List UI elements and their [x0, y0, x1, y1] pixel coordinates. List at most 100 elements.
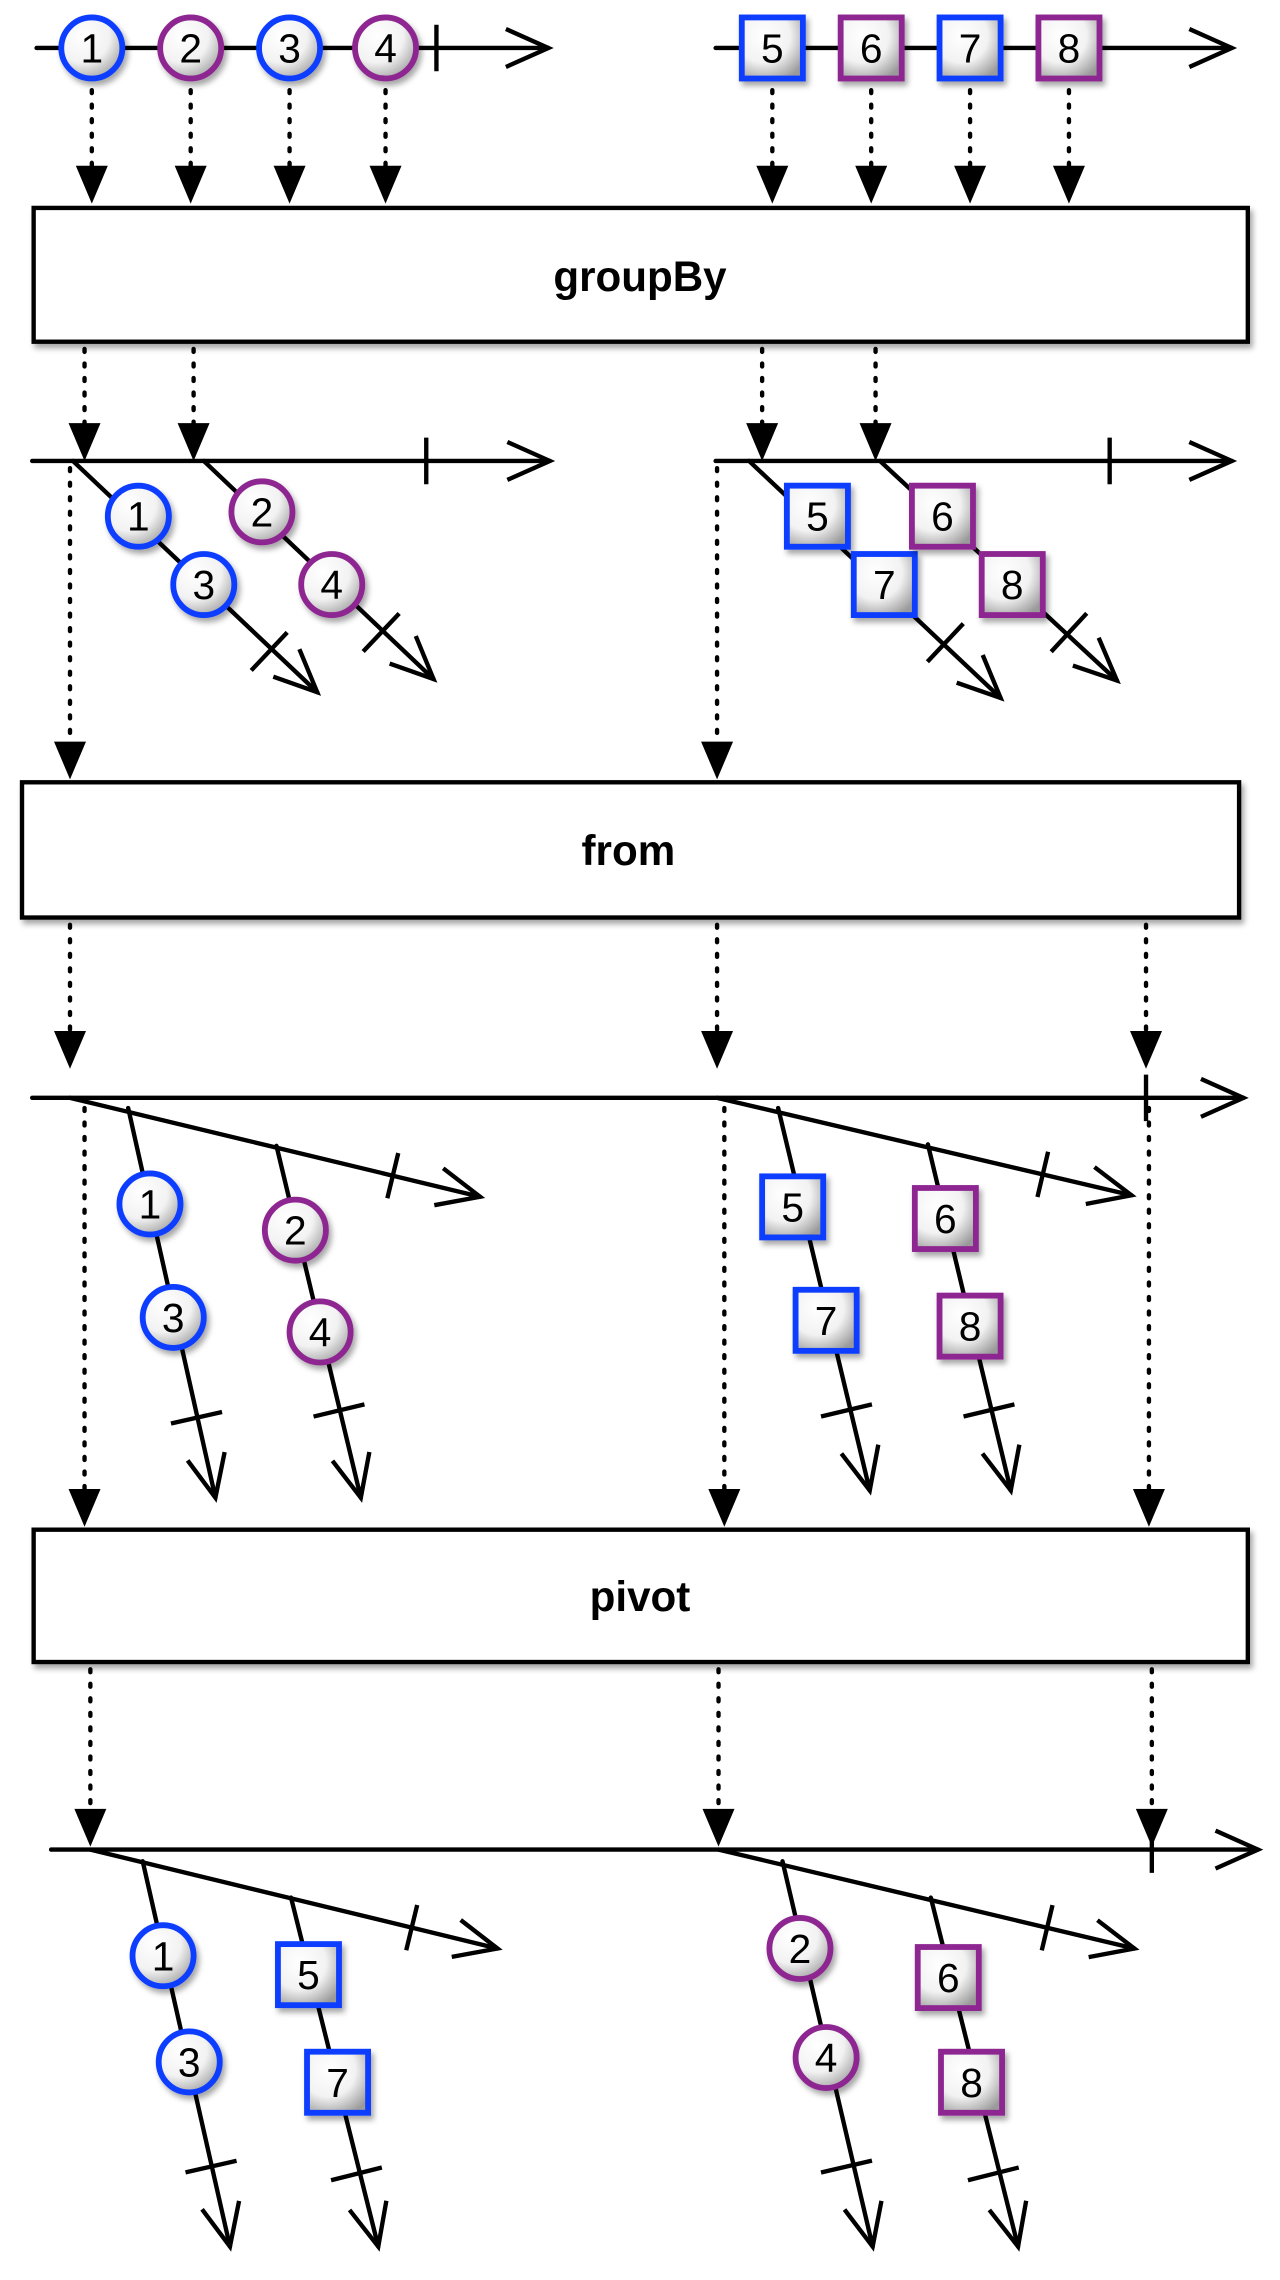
arrowhead-icon [1085, 1165, 1137, 1207]
completion-tick-icon [967, 2165, 1020, 2183]
marble-label: 7 [959, 26, 982, 72]
completion-tick-icon [820, 2158, 873, 2175]
arrowhead-icon [1214, 1828, 1264, 1871]
marble-label: 6 [860, 26, 883, 72]
arrowhead-icon [1188, 439, 1238, 482]
marble-circle [58, 14, 126, 82]
marble-circle [228, 478, 296, 546]
marble-square [783, 482, 851, 550]
arrowhead-icon [451, 1918, 503, 1960]
marble-label: 3 [278, 26, 301, 72]
marble-square [936, 1292, 1004, 1360]
arrowhead-icon [855, 165, 888, 204]
marble-square [936, 14, 1004, 82]
completion-tick-icon [330, 2165, 383, 2183]
groupby-operator-label: groupBy [553, 253, 727, 300]
arrowhead-icon [369, 165, 402, 204]
arrowhead-icon [54, 1030, 86, 1069]
marble-square [850, 551, 918, 618]
arrowhead-icon [75, 165, 108, 204]
marble-square [304, 2048, 371, 2116]
arrowhead-icon [68, 1488, 101, 1527]
completion-tick-icon [185, 2158, 238, 2175]
timeline [88, 1847, 500, 1951]
marble-circle [155, 2028, 223, 2096]
marble-label: 1 [152, 1933, 175, 1979]
marble-label: 8 [960, 2060, 983, 2106]
marble-label: 3 [178, 2039, 201, 2085]
completion-tick-icon [385, 1152, 401, 1199]
completion-tick-icon [820, 1402, 873, 1419]
marble-square [1035, 14, 1103, 82]
arrowhead-icon [1052, 165, 1085, 204]
arrowhead-icon [701, 741, 734, 780]
marble-square [275, 1941, 342, 2009]
completion-tick-icon [170, 1409, 223, 1426]
marble-label: 8 [959, 1304, 982, 1350]
marble-circle [352, 14, 419, 82]
arrowhead-icon [74, 1808, 107, 1847]
arrowhead-icon [177, 423, 210, 461]
marble-circle [139, 1283, 207, 1351]
arrowhead-icon [842, 2200, 884, 2252]
pivot-operator-label: pivot [590, 1573, 691, 1620]
completion-tick-icon [1049, 611, 1089, 654]
groupby-operator-box [31, 205, 1250, 344]
arrowhead-icon [859, 423, 892, 461]
arrowhead-icon [1072, 636, 1121, 685]
arrowhead-icon [708, 1488, 741, 1527]
marble-label: 5 [781, 1184, 804, 1230]
arrowhead-icon [174, 165, 207, 204]
arrowhead-icon [505, 27, 554, 69]
marble-label: 7 [873, 562, 896, 608]
marble-label: 2 [284, 1208, 307, 1254]
completion-tick-icon [249, 630, 289, 672]
marble-label: 4 [815, 2035, 838, 2081]
marble-label: 2 [789, 1926, 812, 1972]
marble-label: 1 [80, 26, 103, 72]
marble-square [978, 551, 1046, 618]
marble-circle [129, 1922, 197, 1990]
arrowhead-icon [506, 439, 556, 482]
arrowhead-icon [330, 1451, 372, 1503]
marble-label: 8 [1058, 26, 1081, 72]
marble-label: 6 [934, 1196, 957, 1242]
arrowhead-icon [1188, 27, 1238, 69]
marble-label: 3 [192, 562, 215, 608]
arrowhead-icon [388, 635, 438, 683]
marble-square [738, 14, 806, 82]
arrowhead-icon [200, 2200, 242, 2252]
marble-label: 4 [309, 1309, 332, 1355]
marble-circle [261, 1196, 329, 1264]
completion-tick-icon [925, 622, 965, 664]
marble-square [837, 14, 905, 82]
arrowhead-icon [1200, 1076, 1249, 1119]
arrowhead-icon [980, 1444, 1022, 1496]
arrowhead-icon [1130, 1030, 1163, 1069]
marble-circle [286, 1298, 354, 1366]
timeline [714, 1095, 1134, 1198]
marble-label: 2 [179, 26, 202, 72]
arrowhead-icon [68, 423, 101, 461]
completion-tick-icon [1035, 1151, 1051, 1198]
marble-label: 5 [297, 1952, 320, 1998]
from-operator-box [19, 780, 1242, 920]
marble-label: 8 [1001, 562, 1024, 608]
completion-tick-icon [404, 1904, 420, 1951]
arrowhead-icon [273, 165, 306, 204]
marble-label: 2 [251, 489, 274, 535]
arrowhead-icon [54, 741, 86, 780]
marble-circle [116, 1170, 184, 1238]
arrowhead-icon [954, 165, 987, 204]
timeline [716, 1847, 1137, 1951]
marble-label: 3 [162, 1295, 185, 1341]
marble-square [792, 1286, 860, 1354]
marble-label: 7 [326, 2060, 349, 2106]
arrowhead-icon [347, 2200, 389, 2252]
marble-label: 6 [937, 1955, 960, 2001]
marble-square [938, 2048, 1005, 2116]
completion-tick-icon [361, 612, 401, 654]
arrowhead-icon [701, 1030, 734, 1069]
